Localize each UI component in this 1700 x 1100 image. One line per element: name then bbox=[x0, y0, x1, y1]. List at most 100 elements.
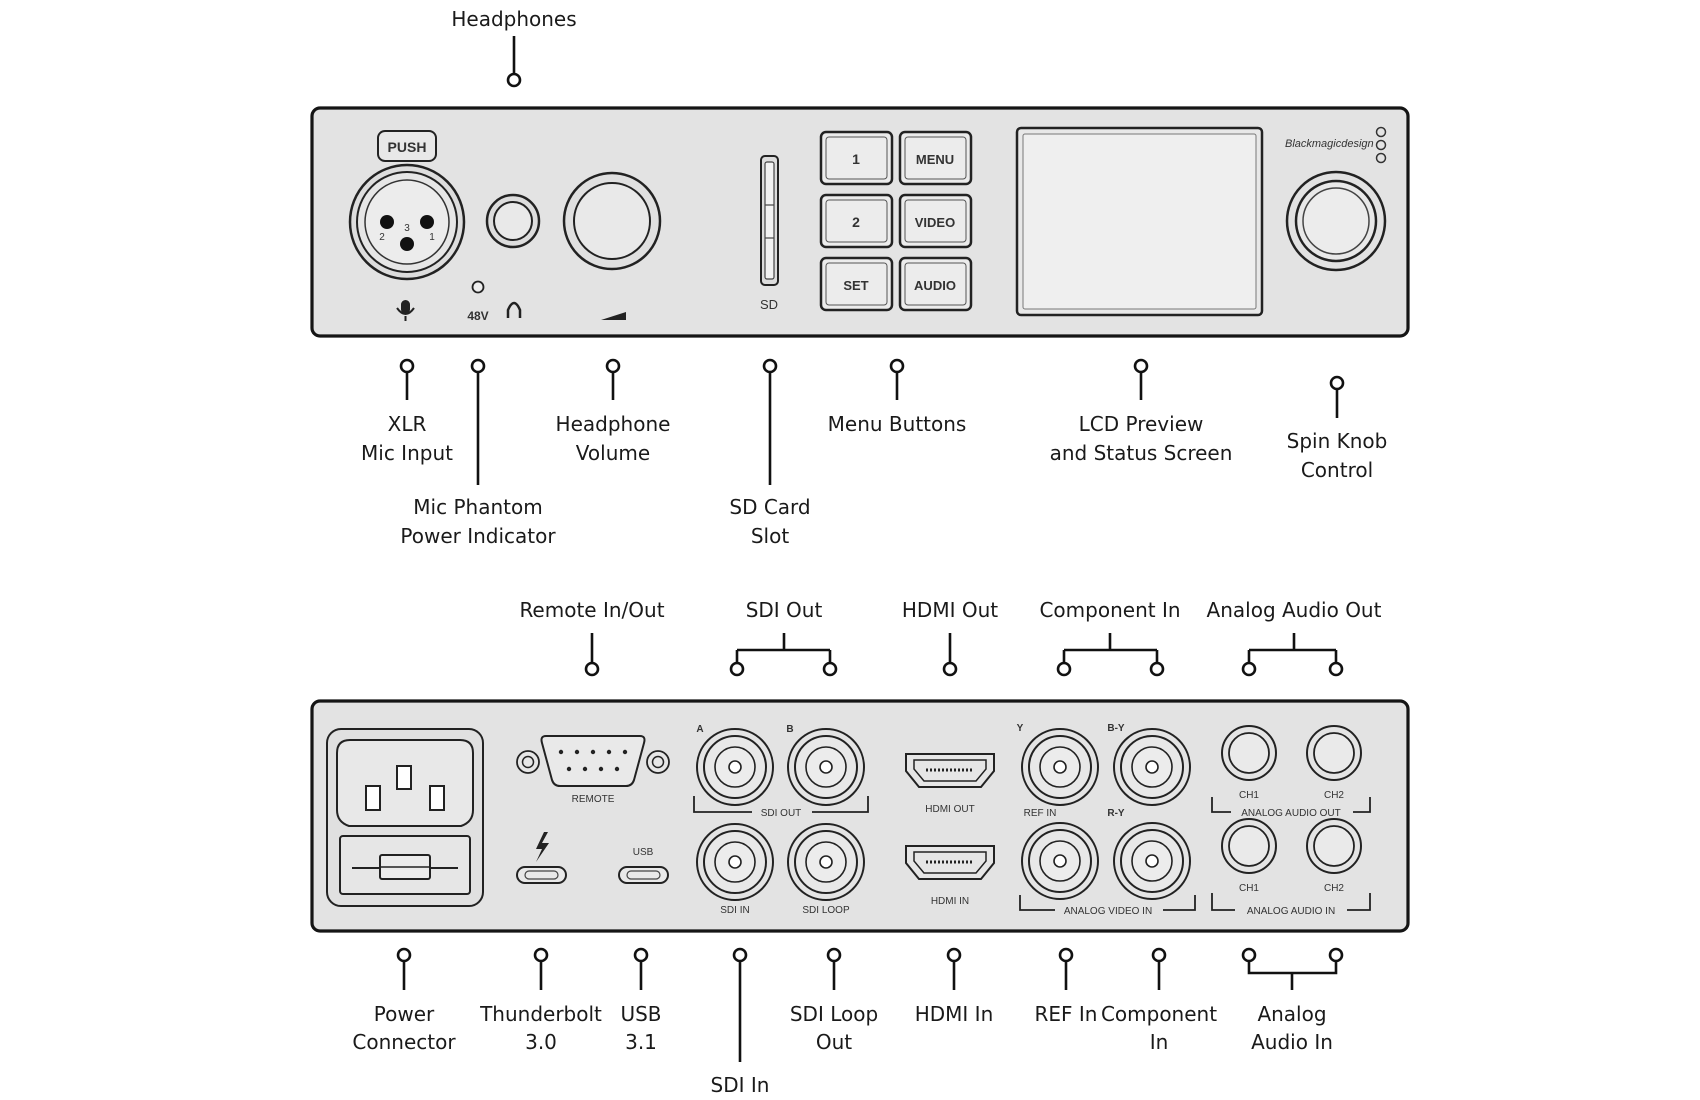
volume-knob bbox=[562, 171, 662, 271]
headphones-marker bbox=[506, 72, 522, 88]
sdi-loop-label-line2: Out bbox=[816, 1030, 852, 1054]
brand-dots-icon bbox=[1375, 126, 1387, 164]
sd-card-slot bbox=[760, 155, 779, 286]
r-y-label: R-Y bbox=[1107, 808, 1125, 819]
volume-label-line2: Volume bbox=[576, 441, 650, 465]
phantom-label-line2: Power Indicator bbox=[400, 524, 556, 548]
audio-button[interactable]: AUDIO bbox=[898, 256, 973, 312]
phantom-label-line1: Mic Phantom bbox=[413, 495, 542, 519]
microphone-icon bbox=[396, 300, 415, 321]
set-button[interactable]: SET bbox=[819, 256, 894, 312]
set-button-label: SET bbox=[843, 278, 868, 293]
analog-audio-in-label-line1: Analog bbox=[1257, 1002, 1326, 1026]
sdi-out-a-bnc bbox=[696, 728, 774, 806]
menu-button-label: MENU bbox=[916, 152, 954, 167]
thunderbolt-label-line2: 3.0 bbox=[525, 1030, 557, 1054]
component-b-y-bnc bbox=[1113, 728, 1191, 806]
hdmi-out-port-label: HDMI OUT bbox=[925, 804, 974, 815]
sdi-out-b-bnc bbox=[787, 728, 865, 806]
power-label-line2: Connector bbox=[352, 1030, 456, 1054]
phantom-power-led bbox=[471, 280, 485, 294]
xlr-label-line1: XLR bbox=[388, 412, 427, 436]
pin-2-label: 2 bbox=[379, 232, 385, 243]
remote-label: Remote In/Out bbox=[519, 598, 664, 622]
headphones-label: Headphones bbox=[451, 7, 576, 31]
video-button-label: VIDEO bbox=[915, 215, 955, 230]
xlr-label-line2: Mic Input bbox=[361, 441, 453, 465]
sdi-in-bnc bbox=[696, 823, 774, 901]
menu-button[interactable]: MENU bbox=[898, 130, 973, 186]
component-in-label-line2: In bbox=[1150, 1030, 1169, 1054]
audio-in-ch1-jack bbox=[1221, 818, 1277, 874]
button-2[interactable]: 2 bbox=[819, 193, 894, 249]
push-label: PUSH bbox=[388, 139, 427, 155]
ref-in-label: REF In bbox=[1035, 1002, 1098, 1026]
sdi-out-port-label: SDI OUT bbox=[761, 808, 802, 819]
video-button[interactable]: VIDEO bbox=[898, 193, 973, 249]
spin-knob bbox=[1285, 170, 1387, 272]
phantom-48v-label: 48V bbox=[467, 309, 488, 323]
rear-panel: REMOTE USB A B SDI OUT bbox=[310, 699, 1410, 933]
audio-out-ch1-label: CH1 bbox=[1239, 790, 1259, 801]
component-y-bnc bbox=[1021, 728, 1099, 806]
pin-3-label: 3 bbox=[404, 223, 410, 234]
rear-top-callouts: Remote In/Out SDI Out HDMI Out Component… bbox=[519, 598, 1382, 677]
power-connector bbox=[326, 728, 484, 907]
lcd-label-line2: and Status Screen bbox=[1050, 441, 1233, 465]
remote-port-label: REMOTE bbox=[572, 794, 615, 805]
button-1-label: 1 bbox=[852, 151, 860, 167]
ref-in-port-label: REF IN bbox=[1024, 808, 1057, 819]
usb-label-line2: 3.1 bbox=[625, 1030, 657, 1054]
sd-label: SD bbox=[760, 297, 778, 312]
spin-knob-label-line2: Control bbox=[1301, 458, 1373, 482]
usb-port-label: USB bbox=[633, 847, 654, 858]
analog-audio-out-port-label: ANALOG AUDIO OUT bbox=[1241, 808, 1340, 819]
rear-bottom-callouts: Power Connector Thunderbolt 3.0 USB 3.1 … bbox=[352, 947, 1344, 1097]
audio-in-ch2-jack bbox=[1306, 818, 1362, 874]
button-2-label: 2 bbox=[852, 214, 860, 230]
analog-audio-in-port-label: ANALOG AUDIO IN bbox=[1247, 906, 1335, 917]
remote-dsub-connector bbox=[516, 735, 670, 787]
thunderbolt-icon bbox=[536, 832, 549, 862]
b-y-label: B-Y bbox=[1107, 723, 1125, 734]
component-in-label-line1: Component bbox=[1101, 1002, 1217, 1026]
sd-label-line2: Slot bbox=[751, 524, 789, 548]
power-label-line1: Power bbox=[374, 1002, 435, 1026]
component-r-y-bnc bbox=[1113, 822, 1191, 900]
usb-port bbox=[618, 866, 669, 884]
hdmi-out-label: HDMI Out bbox=[902, 598, 998, 622]
ref-in-bnc bbox=[1021, 822, 1099, 900]
front-callouts: Headphones XLR Mic Input Mic Phantom Pow… bbox=[361, 7, 1387, 548]
front-panel: PUSH 2 3 1 48V bbox=[310, 106, 1410, 338]
sdi-a-label: A bbox=[696, 724, 703, 735]
push-tab bbox=[377, 130, 437, 162]
analog-audio-in-label-line2: Audio In bbox=[1251, 1030, 1333, 1054]
xlr-connector: PUSH 2 3 1 bbox=[348, 130, 466, 281]
audio-out-ch1-jack bbox=[1221, 725, 1277, 781]
lcd-screen bbox=[1015, 126, 1264, 317]
xlr-pin-3 bbox=[400, 237, 414, 251]
analog-video-in-port-label: ANALOG VIDEO IN bbox=[1064, 906, 1152, 917]
analog-audio-out-label: Analog Audio Out bbox=[1207, 598, 1382, 622]
sdi-loop-port-label: SDI LOOP bbox=[802, 905, 850, 916]
sdi-in-port-label: SDI IN bbox=[720, 905, 749, 916]
lcd-label-line1: LCD Preview bbox=[1079, 412, 1204, 436]
volume-ramp-icon bbox=[601, 312, 626, 320]
audio-in-ch1-label: CH1 bbox=[1239, 883, 1259, 894]
menu-buttons-label: Menu Buttons bbox=[828, 412, 967, 436]
xlr-pin-1 bbox=[420, 215, 434, 229]
menu-button-group: 1 MENU 2 VIDEO SET bbox=[819, 130, 973, 312]
volume-label-line1: Headphone bbox=[556, 412, 671, 436]
hdmi-in-port-label: HDMI IN bbox=[931, 896, 969, 907]
hdmi-out-port bbox=[905, 753, 995, 788]
headphone-jack bbox=[485, 193, 541, 249]
sdi-out-label: SDI Out bbox=[746, 598, 823, 622]
hdmi-in-port bbox=[905, 845, 995, 880]
brand-logo: Blackmagicdesign bbox=[1285, 138, 1374, 150]
button-1[interactable]: 1 bbox=[819, 130, 894, 186]
audio-out-ch2-jack bbox=[1306, 725, 1362, 781]
sdi-in-label: SDI In bbox=[711, 1073, 770, 1097]
audio-in-ch2-label: CH2 bbox=[1324, 883, 1344, 894]
pin-1-label: 1 bbox=[429, 232, 435, 243]
